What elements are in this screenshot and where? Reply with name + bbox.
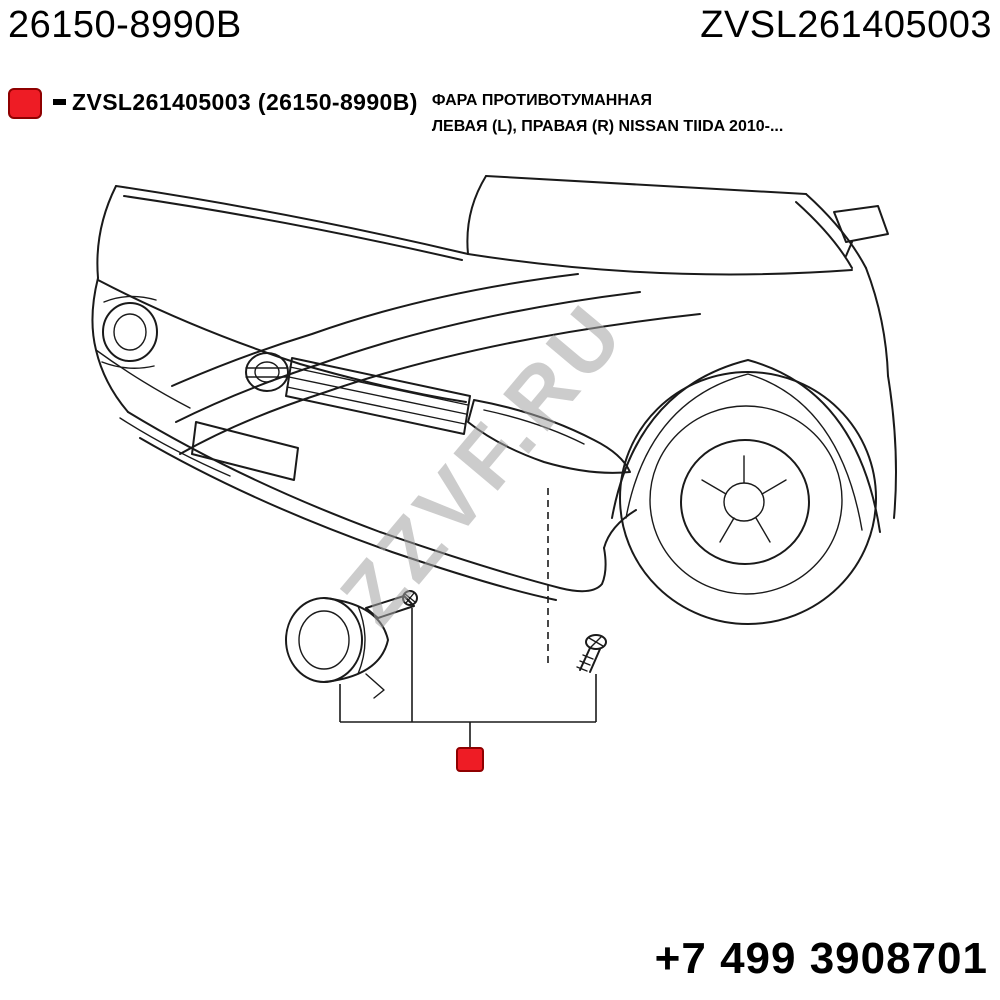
leader-lines xyxy=(339,488,597,748)
parts-diagram: ZZVF.RU xyxy=(0,150,1000,800)
article-header: ZVSL261405003 xyxy=(700,4,992,46)
part-description: ФАРА ПРОТИВОТУМАННАЯ ЛЕВАЯ (L), ПРАВАЯ (… xyxy=(432,86,784,139)
car-line-art xyxy=(91,175,897,625)
dash-icon xyxy=(53,99,66,105)
part-title: ZVSL261405003 (26150-8990B) xyxy=(72,89,418,115)
part-info-row: ZVSL261405003 (26150-8990B) ФАРА ПРОТИВО… xyxy=(8,86,996,139)
parts-diagram-svg: ZZVF.RU xyxy=(91,175,897,772)
header-row: 26150-8990B ZVSL261405003 xyxy=(0,4,1000,47)
part-number-header: 26150-8990B xyxy=(8,4,242,46)
red-square-marker-icon xyxy=(8,88,42,119)
detached-fog-lamp xyxy=(285,590,418,699)
part-description-line1: ФАРА ПРОТИВОТУМАННАЯ xyxy=(431,92,652,109)
installed-fog-lamp xyxy=(101,295,158,369)
callout-red-square-marker xyxy=(456,747,484,772)
phone-number: +7 499 3908701 xyxy=(654,934,988,983)
mounting-screw xyxy=(576,634,607,673)
part-description-line2: ЛЕВАЯ (L), ПРАВАЯ (R) NISSAN TIIDA 2010-… xyxy=(431,117,784,135)
